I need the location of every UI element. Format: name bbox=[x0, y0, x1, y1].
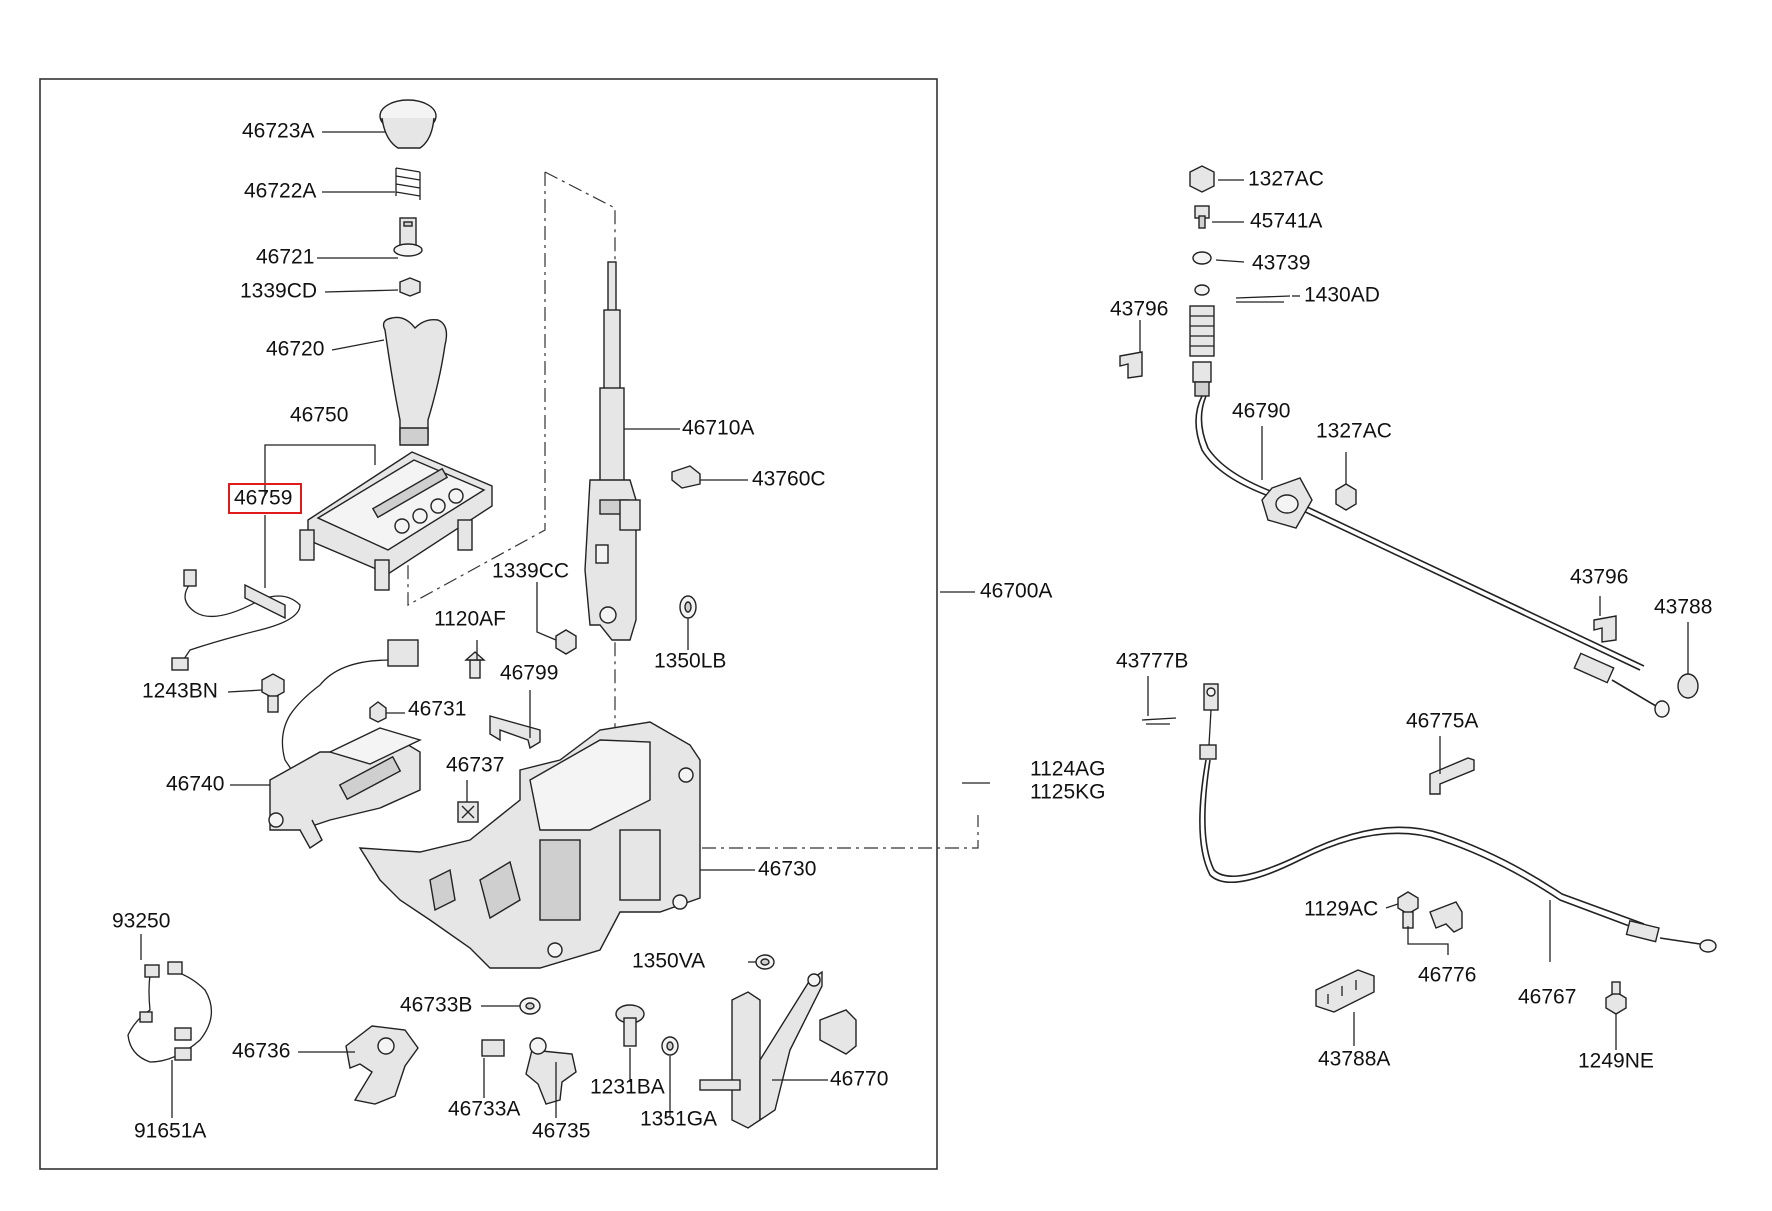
solenoid-assembly-part bbox=[268, 639, 422, 850]
label-46740: 46740 bbox=[166, 773, 224, 796]
label-46710a: 46710A bbox=[682, 417, 754, 440]
label-46720: 46720 bbox=[266, 338, 324, 361]
label-1350lb: 1350LB bbox=[654, 650, 726, 673]
label-46733b: 46733B bbox=[400, 994, 472, 1017]
label-46700a: 46700A bbox=[980, 580, 1052, 603]
clip-part-43796-top bbox=[1119, 351, 1143, 379]
bracket-part-46736 bbox=[345, 1025, 419, 1105]
label-1339cc: 1339CC bbox=[492, 560, 569, 583]
label-43777b: 43777B bbox=[1116, 650, 1188, 673]
nut-part-1327ac-mid bbox=[1335, 483, 1357, 511]
shift-cable-46767 bbox=[1199, 683, 1717, 953]
label-1125kg: 1125KG bbox=[1030, 781, 1106, 804]
label-46733a: 46733A bbox=[448, 1098, 520, 1121]
label-46750: 46750 bbox=[290, 404, 348, 427]
label-43796-top: 43796 bbox=[1110, 298, 1168, 321]
knob-cap-part bbox=[379, 99, 437, 149]
assembly-dash-line-lever2 bbox=[407, 172, 546, 607]
label-45741a: 45741A bbox=[1250, 210, 1322, 233]
clip-pin-part-1430ad bbox=[1235, 295, 1291, 303]
label-91651a: 91651A bbox=[134, 1120, 206, 1143]
bushing-part-46733a bbox=[481, 1039, 505, 1057]
nut-part-small bbox=[399, 277, 421, 297]
indicator-plate-part bbox=[299, 451, 493, 591]
label-93250: 93250 bbox=[112, 910, 170, 933]
label-46721: 46721 bbox=[256, 246, 314, 269]
washer-part-1351ga bbox=[661, 1036, 679, 1056]
bushing-part-43788 bbox=[1677, 673, 1699, 699]
label-46767: 46767 bbox=[1518, 986, 1576, 1009]
label-1243bn: 1243BN bbox=[142, 680, 218, 703]
assembly-frame bbox=[39, 78, 938, 1170]
bracket-part-46799 bbox=[489, 715, 541, 750]
shifter-base-part bbox=[358, 721, 701, 969]
label-46799: 46799 bbox=[500, 662, 558, 685]
label-46735: 46735 bbox=[532, 1120, 590, 1143]
washer-part-1350lb bbox=[679, 595, 697, 619]
clip-pin-part-43777b bbox=[1141, 717, 1177, 725]
pin-part bbox=[393, 217, 423, 257]
label-46759[interactable]: 46759 bbox=[234, 487, 292, 510]
label-46776: 46776 bbox=[1418, 964, 1476, 987]
label-1124ag: 1124AG bbox=[1030, 758, 1106, 781]
label-46775a: 46775A bbox=[1406, 710, 1478, 733]
cable-end-stack bbox=[1189, 165, 1215, 397]
bolt-part-1243bn bbox=[261, 673, 285, 713]
label-43796-mid: 43796 bbox=[1570, 566, 1628, 589]
connector-part-46737 bbox=[457, 801, 479, 823]
bolt-part-1231ba bbox=[615, 1004, 645, 1047]
clip-part-43760c bbox=[671, 465, 701, 489]
washer-part-1350va bbox=[755, 954, 775, 970]
label-43788a: 43788A bbox=[1318, 1048, 1390, 1071]
label-1351ga: 1351GA bbox=[640, 1108, 717, 1131]
label-46790: 46790 bbox=[1232, 400, 1290, 423]
bolt-part-1120af bbox=[464, 651, 486, 679]
label-1430ad: 1430AD bbox=[1304, 284, 1380, 307]
shift-cable-46790 bbox=[1195, 395, 1670, 718]
label-46737: 46737 bbox=[446, 754, 504, 777]
label-46723a: 46723A bbox=[242, 120, 314, 143]
shift-knob-part bbox=[382, 316, 448, 446]
bolt-part-1249ne bbox=[1605, 981, 1627, 1015]
label-46736: 46736 bbox=[232, 1040, 290, 1063]
bracket-part-46775a bbox=[1429, 757, 1475, 795]
bushing-part-46733b bbox=[519, 997, 541, 1015]
label-43739: 43739 bbox=[1252, 252, 1310, 275]
lever-part-46735 bbox=[525, 1037, 577, 1105]
bracket-part-43788a bbox=[1315, 969, 1375, 1013]
label-43760c: 43760C bbox=[752, 468, 826, 491]
nut-part-1339cc bbox=[555, 629, 577, 655]
assembly-dash-line-bolt bbox=[702, 815, 979, 849]
label-1339cd: 1339CD bbox=[240, 280, 317, 303]
label-1120af: 1120AF bbox=[434, 608, 506, 631]
callout-labels: 46723A 46722A 46721 1339CD 46720 46750 4… bbox=[112, 120, 1712, 1143]
nut-part-46731 bbox=[369, 701, 387, 723]
leader-lines bbox=[140, 131, 1689, 1118]
wiring-harness-part bbox=[127, 961, 212, 1063]
label-1249ne: 1249NE bbox=[1578, 1050, 1654, 1073]
label-46722a: 46722A bbox=[244, 180, 316, 203]
label-46770: 46770 bbox=[830, 1068, 888, 1091]
label-1327ac-mid: 1327AC bbox=[1316, 420, 1392, 443]
label-1231ba: 1231BA bbox=[590, 1076, 665, 1099]
lever-shaft-part bbox=[584, 261, 641, 641]
bolt-part-1129ac bbox=[1397, 891, 1419, 929]
label-1350va: 1350VA bbox=[632, 950, 705, 973]
bracket-part-46776 bbox=[1429, 901, 1463, 933]
label-43788: 43788 bbox=[1654, 596, 1712, 619]
clip-part-43796-mid bbox=[1593, 615, 1617, 643]
bulb-harness-part bbox=[171, 569, 301, 671]
label-46731: 46731 bbox=[408, 698, 466, 721]
spring-part bbox=[395, 167, 421, 200]
highlight-box-46759[interactable] bbox=[228, 483, 302, 514]
label-1129ac: 1129AC bbox=[1304, 898, 1378, 921]
label-1327ac-top: 1327AC bbox=[1248, 168, 1324, 191]
bracket-part-46770 bbox=[699, 970, 857, 1129]
label-46730: 46730 bbox=[758, 858, 816, 881]
